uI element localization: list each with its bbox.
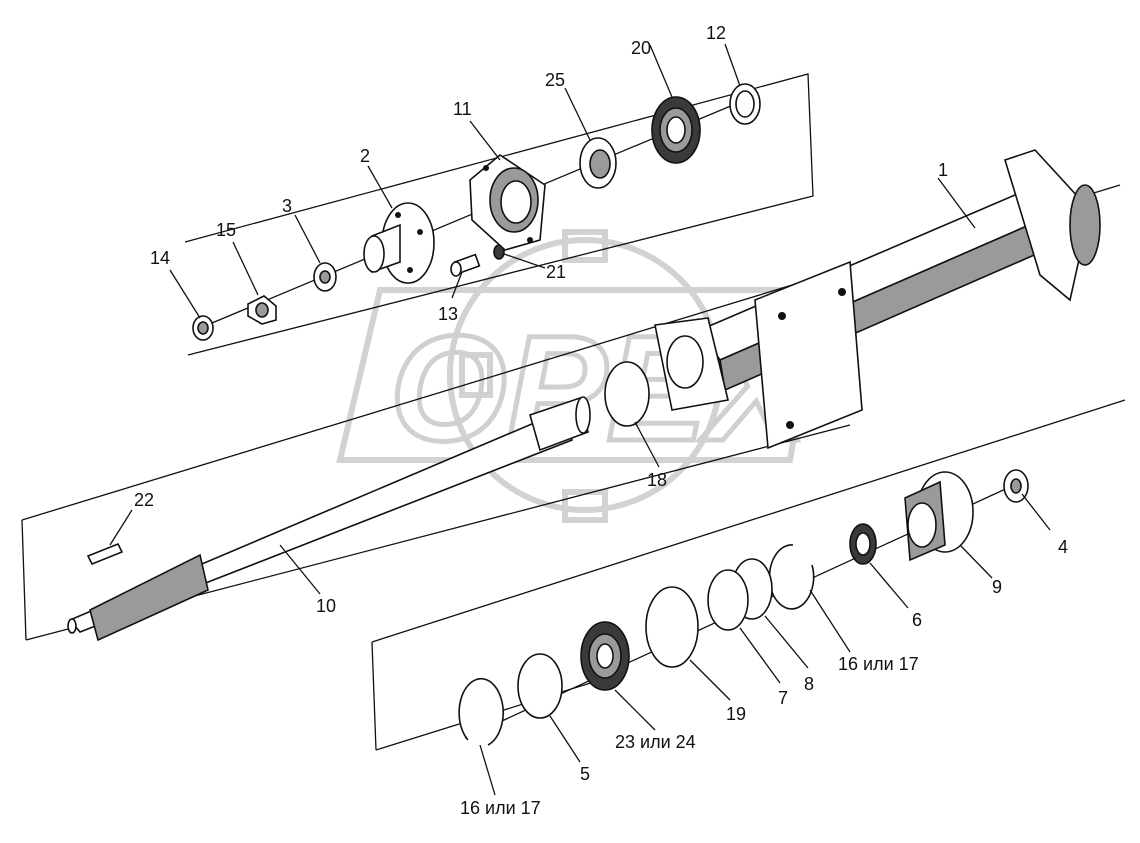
callout-7: 7 [778, 688, 788, 708]
callout-23: 23 или 24 [615, 732, 696, 752]
part-5-ring [517, 653, 563, 719]
part-18-o-ring [604, 361, 650, 427]
part-23-bearing [580, 621, 630, 691]
callout-21: 21 [546, 262, 566, 282]
part-16-snap-ring-lower [458, 677, 504, 746]
part-6-seal [849, 523, 877, 565]
part-2-flange [363, 202, 435, 284]
callout-14: 14 [150, 248, 170, 268]
part-19-o-ring [645, 586, 699, 668]
part-10-shaft [67, 396, 591, 642]
part-16-snap-ring-upper [768, 544, 815, 610]
callout-16-upper: 16 или 17 [838, 654, 919, 674]
callout-16-lower: 16 или 17 [460, 798, 541, 818]
part-25-seal [579, 137, 617, 189]
callout-25: 25 [545, 70, 565, 90]
callout-10: 10 [316, 596, 336, 616]
part-13-bolt [450, 253, 481, 277]
callout-13: 13 [438, 304, 458, 324]
part-15-nut [247, 295, 277, 325]
callout-2: 2 [360, 146, 370, 166]
callout-22: 22 [134, 490, 154, 510]
callout-4: 4 [1058, 537, 1068, 557]
callout-6: 6 [912, 610, 922, 630]
part-9-hub [904, 471, 974, 562]
part-1-tube-housing [654, 149, 1101, 450]
part-11-housing [469, 154, 546, 251]
callout-8: 8 [804, 674, 814, 694]
part-14-ring [192, 315, 214, 341]
part-22-key [86, 542, 124, 566]
callout-9: 9 [992, 577, 1002, 597]
callout-18: 18 [647, 470, 667, 490]
callout-3: 3 [282, 196, 292, 216]
part-7-ring [707, 569, 749, 631]
part-12-ring [729, 83, 761, 125]
callout-12: 12 [706, 23, 726, 43]
callout-20: 20 [631, 38, 651, 58]
leader-lines [109, 43, 1051, 796]
callout-5: 5 [580, 764, 590, 784]
part-20-bearing [651, 96, 701, 164]
callout-11: 11 [453, 99, 472, 119]
callout-1: 1 [938, 160, 948, 180]
part-3-washer [313, 262, 337, 292]
callout-19: 19 [726, 704, 746, 724]
callouts: 1 2 3 4 5 6 7 8 9 10 11 12 13 14 15 16 и… [134, 23, 1068, 818]
callout-15: 15 [216, 220, 236, 240]
